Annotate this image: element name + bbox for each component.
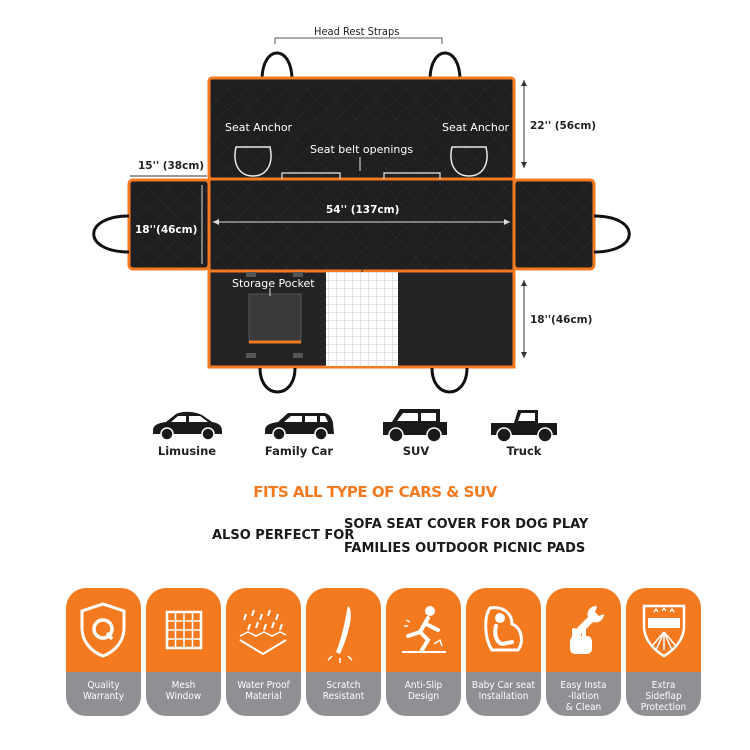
car-types: Limusine Family Car SUV Truck [0,405,750,465]
top-height-dimension: 22'' (56cm) [530,120,597,132]
feature-scratch-resistant: Scratch Resistant [306,588,381,716]
baby-seat-icon [484,606,523,652]
claw-scratch-icon [327,606,353,663]
head-rest-straps-label: Head Rest Straps [314,25,400,38]
wrench-hand-icon [570,606,604,654]
sedan-icon [153,411,222,441]
bottom-height-dimension: 18''(46cm) [530,314,593,326]
feature-water-proof: Water Proof Material [226,588,301,716]
feature-label: Easy Insta -llation & Clean [560,680,607,713]
slip-person-icon [402,606,446,653]
car-type-label: Family Car [264,444,334,458]
seat-anchor-left-label: Seat Anchor [225,121,293,134]
car-type-label: Truck [506,444,542,458]
storage-pocket-label: Storage Pocket [232,277,315,290]
feature-easy-installation: Easy Insta -llation & Clean [546,588,621,716]
shield-q-icon [80,602,126,658]
feature-label: Scratch Resistant [322,680,365,702]
seat-belt-openings-label: Seat belt openings [310,143,414,156]
car-type-label: Limusine [157,444,217,458]
seat-anchor-right-label: Seat Anchor [442,121,510,134]
waterproof-icon [239,609,287,656]
feature-baby-seat: Baby Car seat Installation [466,588,541,716]
seat-cover-diagram: Head Rest Straps Seat Anchor Seat Anchor… [92,25,631,394]
feature-label: Mesh Window [165,680,202,702]
flap-height-dimension: 18''(46cm) [135,224,198,236]
sideflap-shield-icon [642,604,686,658]
feature-label: Extra Sideflap Protection [640,680,687,713]
also-perfect-line-1: SOFA SEAT COVER FOR DOG PLAY [344,517,589,532]
seat-cover-drawing [92,37,631,394]
feature-quality-warranty: Quality Warranty [66,588,141,716]
wagon-icon [265,413,334,441]
also-perfect-line-2: FAMILIES OUTDOOR PICNIC PADS [344,541,586,556]
fits-all-headline: FITS ALL TYPE OF CARS & SUV [253,483,497,501]
feature-label: Anti-Slip Design [404,680,443,702]
flap-width-dimension: 15'' (38cm) [138,160,205,172]
mesh-grid-icon [165,610,203,650]
width-dimension: 54'' (137cm) [326,204,400,216]
feature-label: Quality Warranty [82,680,125,702]
feature-mesh-window: Mesh Window [146,588,221,716]
feature-label: Baby Car seat Installation [471,680,536,702]
mesh-window-label: Mesh Window [328,254,397,267]
feature-label: Water Proof Material [237,680,290,702]
also-perfect-prefix: ALSO PERFECT FOR [212,528,355,543]
car-type-label: SUV [402,444,430,458]
suv-icon [383,409,447,443]
feature-anti-slip: Anti-Slip Design [386,588,461,716]
pickup-truck-icon [491,410,557,443]
feature-extra-sideflap: Extra Sideflap Protection [626,588,701,716]
